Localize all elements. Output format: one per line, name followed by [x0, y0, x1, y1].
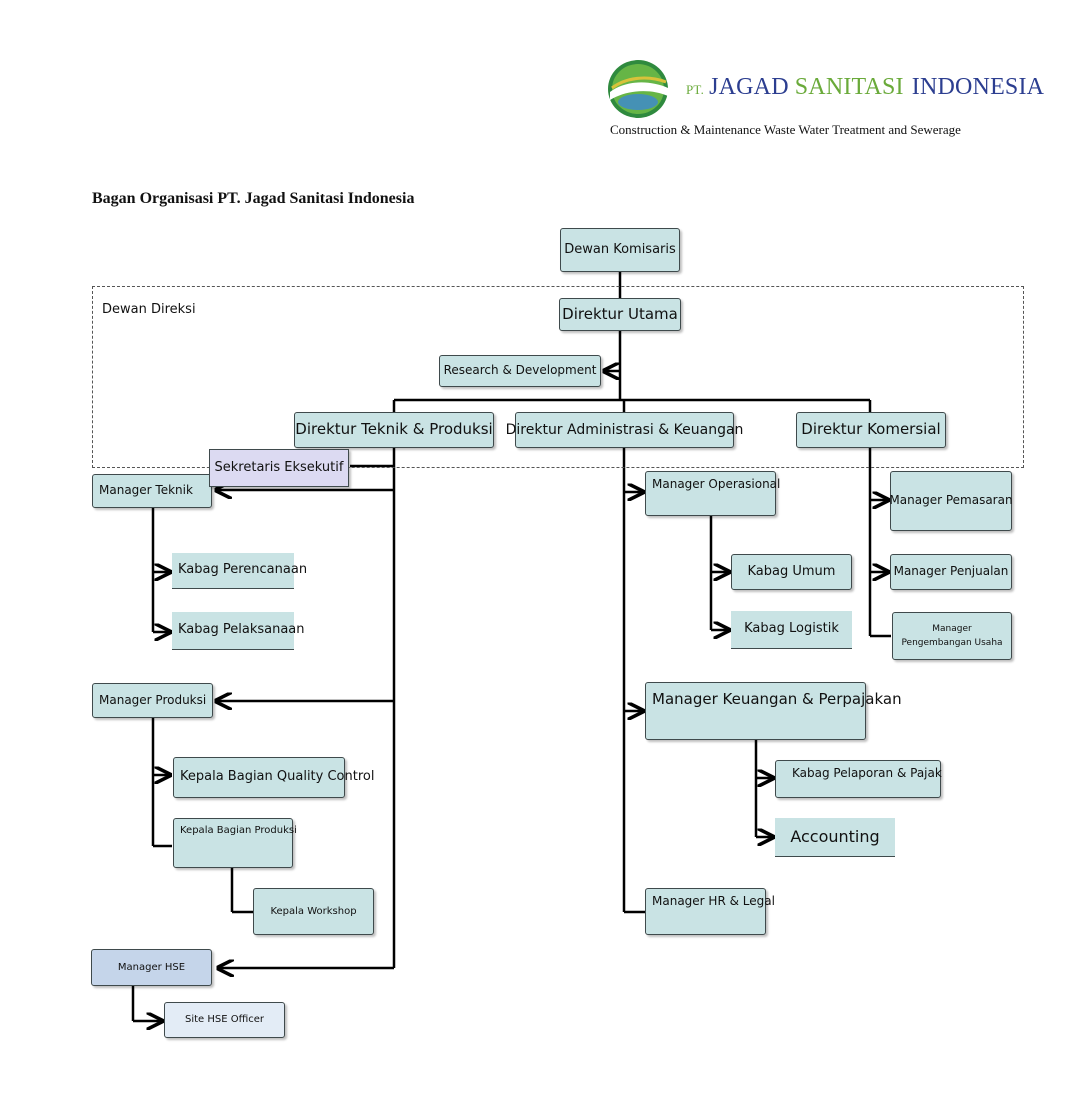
- jagad-sanitasi-logo-icon: [608, 60, 668, 118]
- node-manager-pengembangan: Manager Pengembangan Usaha: [892, 612, 1012, 660]
- node-site-hse-officer: Site HSE Officer: [164, 1002, 285, 1038]
- node-direktur-utama: Direktur Utama: [559, 298, 681, 331]
- node-label: Manager HR & Legal: [652, 894, 775, 908]
- node-manager-hse: Manager HSE: [91, 949, 212, 986]
- node-label: Direktur Administrasi & Keuangan: [505, 421, 744, 438]
- dewan-direksi-label: Dewan Direksi: [102, 302, 196, 317]
- node-manager-operasional: Manager Operasional: [645, 471, 780, 516]
- node-kabag-logistik: Kabag Logistik: [731, 611, 852, 649]
- node-label: Sekretaris Eksekutif: [214, 459, 344, 475]
- node-label: Kepala Bagian Quality Control: [180, 769, 375, 785]
- node-label: Accounting: [790, 826, 880, 846]
- node-kepala-qc: Kepala Bagian Quality Control: [173, 757, 374, 798]
- node-label: Direktur Teknik & Produksi: [295, 420, 493, 439]
- node-kepala-workshop: Kepala Workshop: [253, 888, 374, 935]
- node-kabag-perencanaan: Kabag Perencanaan: [172, 553, 307, 589]
- node-label: Kabag Umum: [747, 563, 836, 579]
- node-label: Manager Teknik: [99, 483, 193, 498]
- brand-pt: PT.: [686, 82, 705, 97]
- node-label: Kabag Perencanaan: [178, 562, 308, 578]
- brand-indonesia: INDONESIA: [911, 74, 1045, 100]
- node-label: Kabag Pelaporan & Pajak: [792, 766, 942, 780]
- node-label: Direktur Komersial: [801, 420, 941, 439]
- brand-sanitasi: SANITASI: [794, 74, 904, 100]
- node-label: Kabag Logistik: [744, 621, 839, 637]
- node-research-development: Research & Development: [439, 355, 601, 387]
- node-kepala-produksi: Kepala Bagian Produksi: [173, 818, 297, 868]
- node-label: Manager Penjualan: [893, 564, 1009, 579]
- node-dewan-komisaris: Dewan Komisaris: [560, 228, 680, 272]
- node-manager-hr: Manager HR & Legal: [645, 888, 775, 935]
- node-manager-keuangan: Manager Keuangan & Perpajakan: [645, 682, 902, 740]
- node-manager-produksi: Manager Produksi: [92, 683, 213, 718]
- brand-tagline: Construction & Maintenance Waste Water T…: [610, 122, 961, 137]
- dewan-direksi-frame: [92, 286, 1024, 468]
- node-label: Direktur Utama: [562, 304, 678, 323]
- node-kabag-umum: Kabag Umum: [731, 554, 852, 590]
- node-kabag-pelaksanaan: Kabag Pelaksanaan: [172, 612, 305, 650]
- node-kabag-pelaporan: Kabag Pelaporan & Pajak: [775, 760, 942, 798]
- node-label: Manager Produksi: [99, 692, 207, 707]
- node-label: Manager Pengembangan Usaha: [901, 623, 1003, 648]
- node-label: Kepala Workshop: [270, 905, 357, 917]
- node-sekretaris-eksekutif: Sekretaris Eksekutif: [209, 449, 349, 487]
- node-label: Kabag Pelaksanaan: [178, 622, 305, 638]
- node-label: Site HSE Officer: [184, 1014, 265, 1026]
- node-manager-penjualan: Manager Penjualan: [890, 554, 1012, 590]
- node-label: Dewan Komisaris: [564, 241, 676, 257]
- page-title: Bagan Organisasi PT. Jagad Sanitasi Indo…: [92, 190, 415, 207]
- node-label: Kepala Bagian Produksi: [180, 825, 297, 836]
- node-label: Research & Development: [443, 363, 597, 378]
- node-manager-pemasaran: Manager Pemasaran: [889, 471, 1013, 531]
- node-accounting: Accounting: [775, 818, 895, 857]
- node-direktur-teknik: Direktur Teknik & Produksi: [294, 412, 494, 448]
- node-direktur-admin: Direktur Administrasi & Keuangan: [506, 412, 743, 448]
- node-label: Manager Operasional: [652, 477, 781, 491]
- brand-jagad: JAGAD: [709, 74, 789, 100]
- node-label: Manager HSE: [117, 961, 186, 973]
- node-label: Manager Pemasaran: [889, 493, 1013, 508]
- node-manager-teknik: Manager Teknik: [92, 474, 212, 508]
- node-label: Manager Keuangan & Perpajakan: [652, 690, 902, 708]
- node-direktur-komersial: Direktur Komersial: [796, 412, 946, 448]
